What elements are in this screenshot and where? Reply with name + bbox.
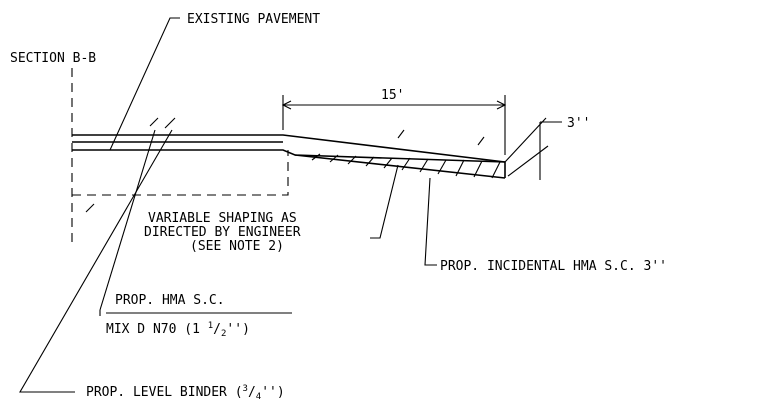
incidental-hma-label: PROP. INCIDENTAL HMA S.C. 3''	[440, 259, 667, 274]
level-binder-fraction-numerator: 3	[243, 384, 248, 394]
level-binder-fraction-denominator: 4	[256, 392, 261, 402]
depth-label: 3''	[567, 116, 590, 131]
hma-wedge-bottom	[294, 154, 506, 179]
dimension-length-label: 15'	[381, 88, 404, 103]
layer-tick-3	[397, 129, 405, 139]
layer-tick-4	[477, 136, 485, 146]
hma-sc-leader	[99, 129, 156, 311]
level-binder-leader	[19, 129, 173, 393]
existing-pavement-label: EXISTING PAVEMENT	[187, 12, 320, 27]
level-binder-fraction-slash: /	[248, 385, 256, 400]
hma-sc-fraction-numerator: 1	[208, 321, 213, 331]
depth-dim-line-top	[504, 117, 547, 163]
level-binder-label: PROP. LEVEL BINDER (3/4'')	[86, 384, 285, 402]
layer-tick-5	[85, 203, 95, 213]
incidental-hma-hatch	[311, 153, 501, 179]
section-label: SECTION B-B	[10, 51, 96, 66]
layer-tick-2	[164, 117, 176, 129]
variable-shaping-leader	[370, 164, 399, 239]
hma-sc-label-suffix: '')	[226, 322, 249, 337]
section-box-dashed	[72, 150, 289, 196]
incidental-hma-leader	[424, 177, 437, 266]
level-binder-label-prefix: PROP. LEVEL BINDER (	[86, 385, 243, 400]
hma-sc-label-line1: PROP. HMA S.C.	[115, 293, 225, 308]
layer-tick-1	[149, 117, 159, 127]
variable-shaping-line2: DIRECTED BY ENGINEER	[144, 225, 301, 240]
hma-sc-fraction-denominator: 2	[221, 329, 226, 339]
hma-sc-label-prefix: MIX D N70 (1	[106, 322, 208, 337]
level-binder-label-suffix: '')	[261, 385, 284, 400]
hma-sc-label-line2: MIX D N70 (1 1/2'')	[106, 321, 250, 339]
dimension-arrow-right	[496, 100, 507, 110]
pavement-top-surface	[72, 134, 506, 163]
existing-pavement-leader	[109, 17, 180, 151]
depth-dim-line-bottom	[507, 145, 549, 177]
hma-sc-fraction-slash: /	[213, 322, 221, 337]
existing-pavement-surface	[72, 149, 506, 163]
variable-shaping-line3: (SEE NOTE 2)	[190, 239, 284, 254]
dimension-arrow-left	[281, 100, 292, 110]
variable-shaping-line1: VARIABLE SHAPING AS	[148, 211, 297, 226]
